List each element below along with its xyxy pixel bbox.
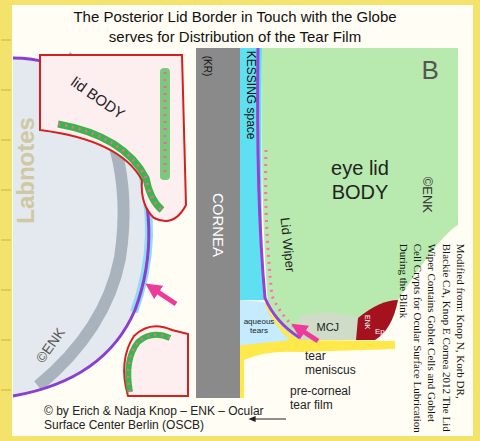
copyright-mark: ENK [363,315,371,329]
part-label: KESSING space [243,51,257,140]
watermark: Labnotes [11,117,40,224]
part-label: aqueous tears [242,317,276,336]
part-label: CORNEA [209,193,227,257]
part-label: (KR) [201,56,213,77]
citation-note: Modified from: Knop N, Korb DR, Blackie … [396,243,467,433]
part-label: MCJ [317,321,340,334]
part-label: eye lid BODY [319,156,401,204]
part-label: Ep [375,327,385,337]
diagram-title: The Posterior Lid Border in Touch with t… [50,7,420,46]
part-label: pre-corneal tear film [290,384,372,413]
panel-letter: B [422,55,439,86]
copyright-mark: ©ENK [419,177,435,213]
credit-note: © by Erich & Nadja Knop – ENK – Ocular S… [44,404,276,433]
part-label: tear meniscus [305,349,367,378]
